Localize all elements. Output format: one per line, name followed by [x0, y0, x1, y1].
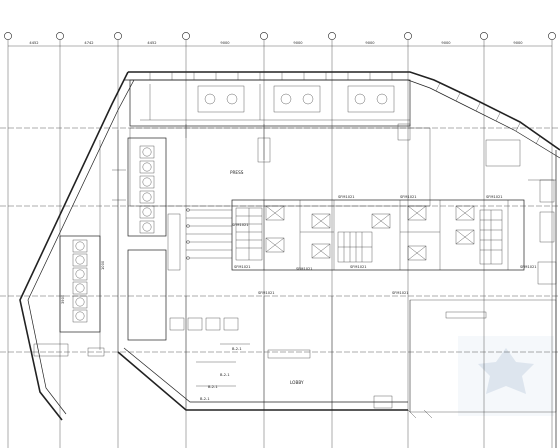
hall-label: PRESS [230, 170, 244, 175]
fan-unit [139, 145, 155, 159]
lower-hall-label: LOBBY [290, 380, 304, 385]
door-tag-1: SFM1021 [232, 223, 249, 227]
fan-blade [142, 147, 152, 157]
fan-blade [142, 177, 152, 187]
bottom-doors [373, 395, 433, 419]
fan-blade [142, 207, 152, 217]
equipment-tag-1: B-2-1 [232, 347, 242, 351]
dim-3: 4452 [147, 41, 156, 45]
door-tag-6: SFM1021 [400, 195, 417, 199]
fan-blade [75, 241, 85, 251]
watermark-logo [458, 336, 554, 416]
service-core: SFM1021 SFM1021 SFM1021 SFM1021 SFM1021 … [231, 195, 537, 295]
fan-unit [72, 267, 88, 281]
fan-unit [139, 190, 155, 204]
central-hall: PRESS [129, 127, 431, 260]
equipment-tag-2: B-2-1 [220, 373, 230, 377]
fan-blade [75, 297, 85, 307]
top-mechanical-zone [129, 79, 521, 167]
fan-unit [139, 220, 155, 234]
door-tag-3: SFM1021 [296, 267, 313, 271]
fan-unit [139, 175, 155, 189]
door-tag-7: SFM1021 [486, 195, 503, 199]
fan-blade [75, 269, 85, 279]
door-tag-2: SFM1021 [234, 265, 251, 269]
side-dim-1: 3900 [61, 294, 65, 304]
dim-7: 9000 [441, 41, 451, 45]
equipment-tag-4: B-2-1 [200, 397, 210, 401]
fan-blade [75, 283, 85, 293]
dim-8: 9000 [513, 41, 523, 45]
fan-blade [75, 255, 85, 265]
dim-6: 9000 [365, 41, 375, 45]
fan-unit [72, 239, 88, 253]
dim-2: 4742 [84, 41, 93, 45]
door-tag-9: SFM1021 [392, 291, 409, 295]
right-wing [409, 179, 557, 413]
fan-blade [142, 192, 152, 202]
door-tag-10: SFM1021 [520, 265, 537, 269]
equipment-tag-3: B-2-1 [208, 385, 218, 389]
side-dim-2: 1000 [101, 260, 105, 270]
left-chiller-rows: 3900 1000 [33, 130, 181, 357]
grid-axis-top: 4452 4742 4452 9000 9000 9000 9000 9000 [4, 32, 556, 448]
door-tag-4: SFM1021 [338, 195, 355, 199]
dim-1: 4452 [29, 41, 38, 45]
dim-5: 9000 [293, 41, 303, 45]
fan-blade [142, 222, 152, 232]
fan-unit [72, 281, 88, 295]
fan-blade [142, 162, 152, 172]
door-tag-5: SFM1021 [350, 265, 367, 269]
dim-4: 9000 [220, 41, 230, 45]
door-tag-8: SFM1021 [258, 291, 275, 295]
fan-unit [139, 160, 155, 174]
lower-hall: LOBBY B-2-1 B-2-1 B-2-1 B-2-1 [169, 296, 333, 410]
fan-unit [72, 309, 88, 323]
fan-unit [72, 253, 88, 267]
fan-blade [75, 311, 85, 321]
fan-unit [72, 295, 88, 309]
